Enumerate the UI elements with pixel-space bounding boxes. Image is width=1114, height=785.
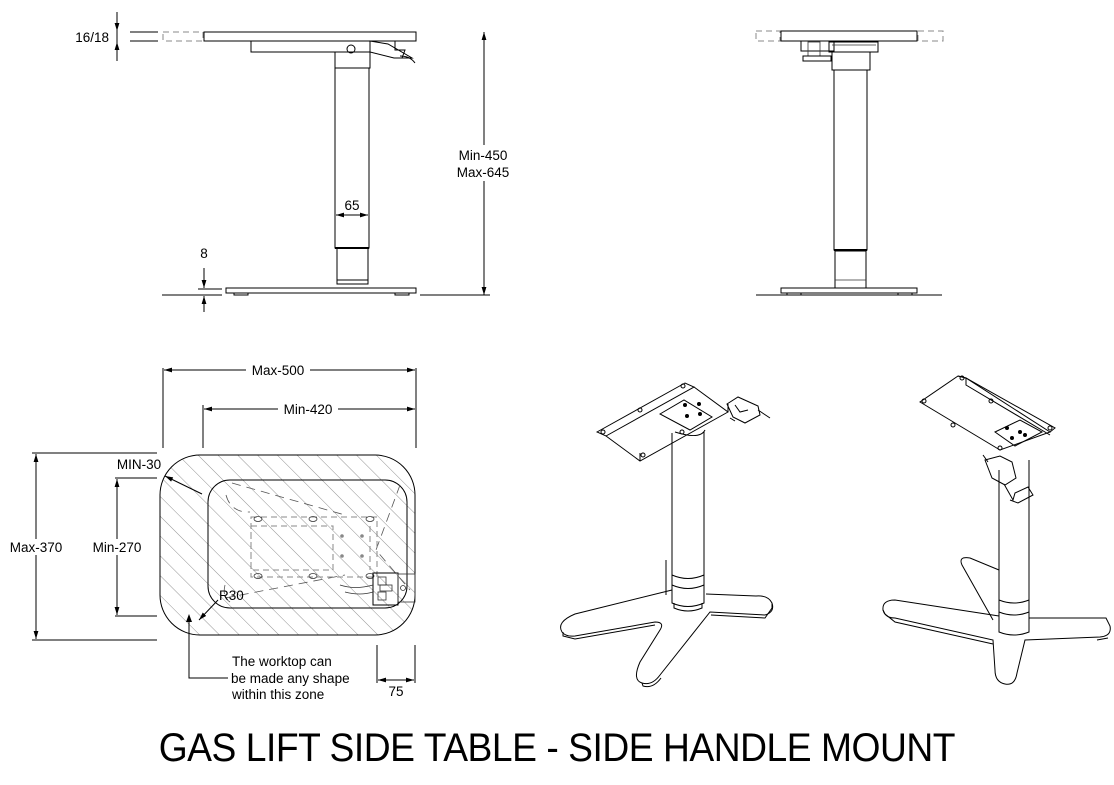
base-thickness-label: 8 bbox=[200, 246, 208, 261]
max-width-label: Max-500 bbox=[252, 363, 305, 378]
isometric-view-rear bbox=[882, 375, 1111, 685]
front-elevation-view bbox=[755, 30, 944, 296]
offset-label: MIN-30 bbox=[117, 457, 161, 472]
note-line-3: within this zone bbox=[231, 687, 324, 702]
min-width-label: Min-420 bbox=[284, 402, 333, 417]
isometric-view-front bbox=[560, 382, 774, 688]
max-depth-label: Max-370 bbox=[10, 540, 63, 555]
height-max-label: Max-645 bbox=[457, 165, 510, 180]
column-width-label: 65 bbox=[344, 198, 359, 213]
radius-label: R30 bbox=[219, 588, 244, 603]
note-line-2: be made any shape bbox=[231, 671, 350, 686]
plan-view: Max-500 Min-420 Max-370 Min-270 MIN-30 R… bbox=[5, 362, 417, 702]
top-thickness-label: 16/18 bbox=[75, 30, 109, 45]
handle-clearance-label: 75 bbox=[388, 684, 403, 699]
side-elevation-view: 16/18 Min-450 Max-645 65 8 bbox=[75, 12, 520, 312]
min-depth-label: Min-270 bbox=[93, 540, 142, 555]
height-min-label: Min-450 bbox=[459, 148, 508, 163]
note-line-1: The worktop can bbox=[232, 654, 332, 669]
drawing-title: GAS LIFT SIDE TABLE - SIDE HANDLE MOUNT bbox=[158, 726, 956, 770]
